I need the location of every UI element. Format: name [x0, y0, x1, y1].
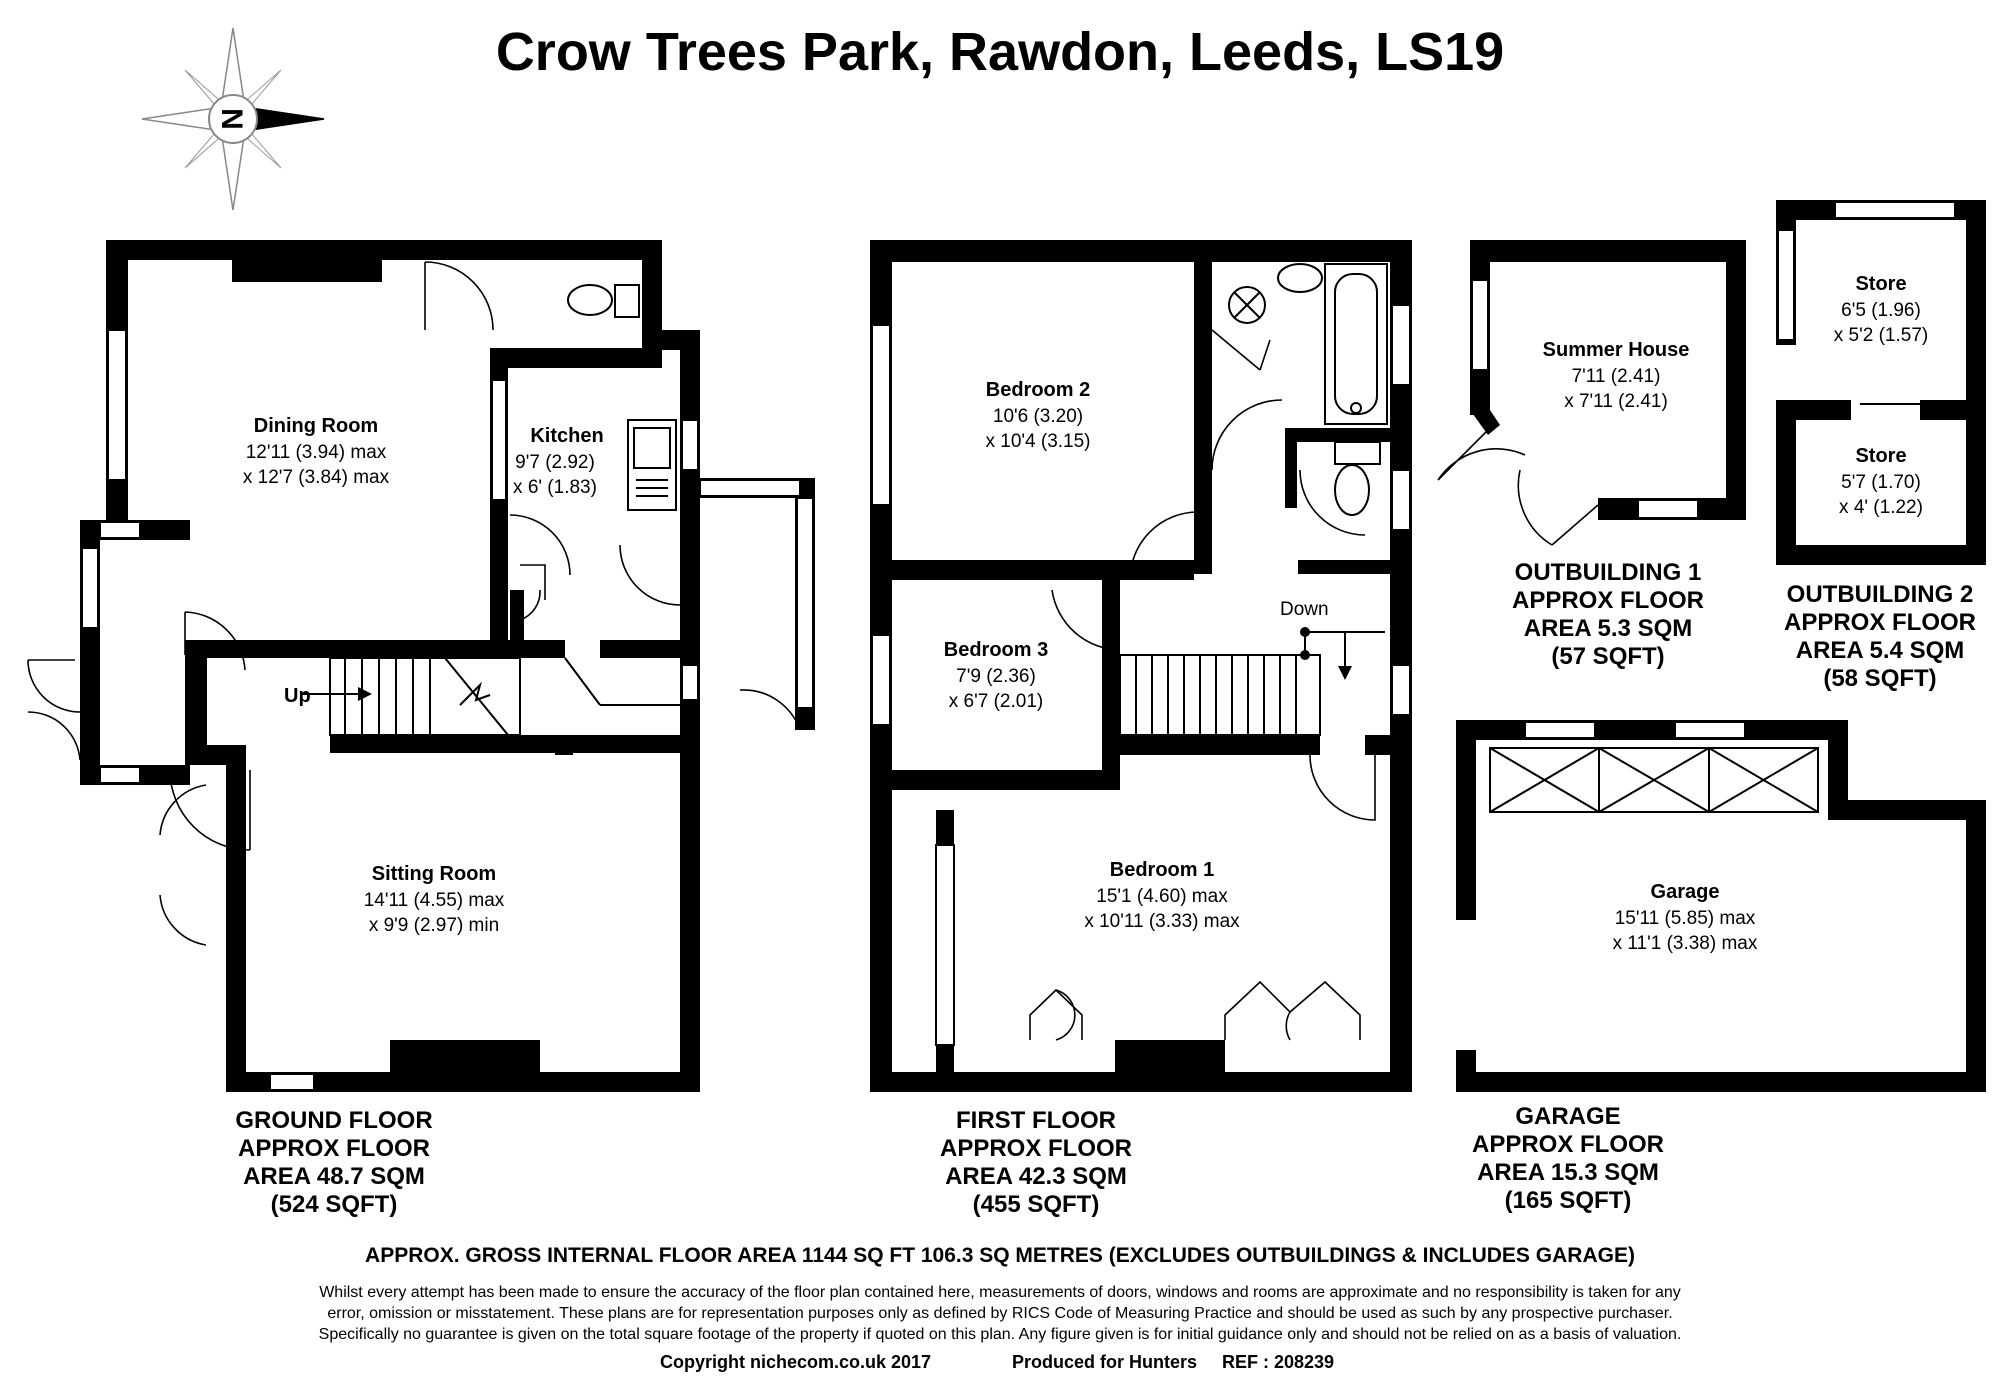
copyright-text: Copyright nichecom.co.uk 2017	[660, 1352, 931, 1372]
gross-area-summary: APPROX. GROSS INTERNAL FLOOR AREA 1144 S…	[365, 1244, 1635, 1267]
reference-text: REF : 208239	[1222, 1352, 1334, 1372]
ground-area-line-3: AREA 48.7 SQM	[243, 1163, 425, 1190]
bedroom-3-dim1: 7'9 (2.36)	[956, 666, 1036, 687]
garage-plan	[1456, 720, 1986, 1092]
produced-for-text: Produced for Hunters	[1012, 1352, 1197, 1372]
dining-room-dim2: x 12'7 (3.84) max	[243, 467, 390, 488]
stairs-up-label: Up	[284, 685, 311, 707]
bedroom-2-label: Bedroom 2	[986, 379, 1090, 401]
disclaimer-line-2: error, omission or misstatement. These p…	[327, 1305, 1672, 1322]
garage-area-line-2: APPROX FLOOR	[1472, 1131, 1664, 1158]
store-1-dim1: 6'5 (1.96)	[1841, 300, 1921, 321]
compass-rose-icon: N	[141, 27, 325, 211]
ob1-area-line-3: AREA 5.3 SQM	[1524, 615, 1692, 642]
store-2-dim1: 5'7 (1.70)	[1841, 472, 1921, 493]
outbuilding-1-plan	[1437, 240, 1746, 546]
sitting-room-dim1: 14'11 (4.55) max	[364, 890, 505, 911]
kitchen-dim1: 9'7 (2.92)	[515, 452, 595, 473]
compass-north-letter: N	[215, 108, 248, 130]
ob1-area-line-1: OUTBUILDING 1	[1515, 559, 1702, 586]
bedroom-2-dim1: 10'6 (3.20)	[993, 406, 1083, 427]
outbuilding-2-area-caption: OUTBUILDING 2 APPROX FLOOR AREA 5.4 SQM …	[1784, 581, 1976, 692]
first-area-line-2: APPROX FLOOR	[940, 1135, 1132, 1162]
garage-area-line-1: GARAGE	[1515, 1103, 1620, 1130]
outbuilding-1-area-caption: OUTBUILDING 1 APPROX FLOOR AREA 5.3 SQM …	[1512, 559, 1704, 670]
first-floor-plan	[870, 240, 1412, 1092]
first-area-line-3: AREA 42.3 SQM	[945, 1163, 1127, 1190]
ob2-area-line-1: OUTBUILDING 2	[1787, 581, 1974, 608]
kitchen-label: Kitchen	[530, 425, 603, 447]
sitting-room-label: Sitting Room	[372, 863, 496, 885]
dining-room-dim1: 12'11 (3.94) max	[246, 442, 387, 463]
ob1-area-line-4: (57 SQFT)	[1551, 643, 1664, 670]
stairs-down-label: Down	[1280, 599, 1329, 620]
store-1-label: Store	[1855, 273, 1906, 295]
stairs-ground	[300, 657, 521, 736]
bedroom-1-dim2: x 10'11 (3.33) max	[1084, 911, 1240, 932]
summer-house-dim1: 7'11 (2.41)	[1572, 366, 1661, 387]
garage-area-line-4: (165 SQFT)	[1505, 1187, 1632, 1214]
kitchen-dim2: x 6' (1.83)	[513, 477, 597, 498]
summer-house-dim2: x 7'11 (2.41)	[1564, 391, 1668, 412]
ob1-area-line-2: APPROX FLOOR	[1512, 587, 1704, 614]
ob2-area-line-2: APPROX FLOOR	[1784, 609, 1976, 636]
ob2-area-line-4: (58 SQFT)	[1823, 665, 1936, 692]
bedroom-1-label: Bedroom 1	[1110, 859, 1214, 881]
first-area-line-1: FIRST FLOOR	[956, 1107, 1116, 1134]
ground-floor-area-caption: GROUND FLOOR APPROX FLOOR AREA 48.7 SQM …	[235, 1107, 432, 1218]
garage-dim2: x 11'1 (3.38) max	[1613, 933, 1758, 954]
store-1-dim2: x 5'2 (1.57)	[1834, 325, 1928, 346]
ob2-area-line-3: AREA 5.4 SQM	[1796, 637, 1964, 664]
garage-area-caption: GARAGE APPROX FLOOR AREA 15.3 SQM (165 S…	[1472, 1103, 1664, 1214]
outbuilding-2-plan	[1776, 200, 1986, 565]
garage-area-line-3: AREA 15.3 SQM	[1477, 1159, 1659, 1186]
stairs-first	[1119, 627, 1385, 736]
garage-dim1: 15'11 (5.85) max	[1615, 908, 1756, 929]
bedroom-1-dim1: 15'1 (4.60) max	[1096, 886, 1228, 907]
dining-room-label: Dining Room	[254, 415, 378, 437]
store-2-dim2: x 4' (1.22)	[1839, 497, 1923, 518]
ground-floor-plan	[27, 240, 815, 1092]
first-area-line-4: (455 SQFT)	[973, 1191, 1100, 1218]
garage-label: Garage	[1651, 881, 1720, 903]
ground-area-line-2: APPROX FLOOR	[238, 1135, 430, 1162]
ground-area-line-4: (524 SQFT)	[271, 1191, 398, 1218]
summer-house-label: Summer House	[1543, 339, 1690, 361]
page-title: Crow Trees Park, Rawdon, Leeds, LS19	[496, 22, 1504, 82]
disclaimer-line-3: Specifically no guarantee is given on th…	[319, 1326, 1682, 1343]
first-floor-area-caption: FIRST FLOOR APPROX FLOOR AREA 42.3 SQM (…	[940, 1107, 1132, 1218]
ground-area-line-1: GROUND FLOOR	[235, 1107, 432, 1134]
sitting-room-dim2: x 9'9 (2.97) min	[369, 915, 499, 936]
disclaimer-line-1: Whilst every attempt has been made to en…	[319, 1284, 1681, 1301]
bedroom-2-dim2: x 10'4 (3.15)	[985, 431, 1090, 452]
bedroom-3-dim2: x 6'7 (2.01)	[949, 691, 1043, 712]
bedroom-3-label: Bedroom 3	[944, 639, 1048, 661]
store-2-label: Store	[1855, 445, 1906, 467]
